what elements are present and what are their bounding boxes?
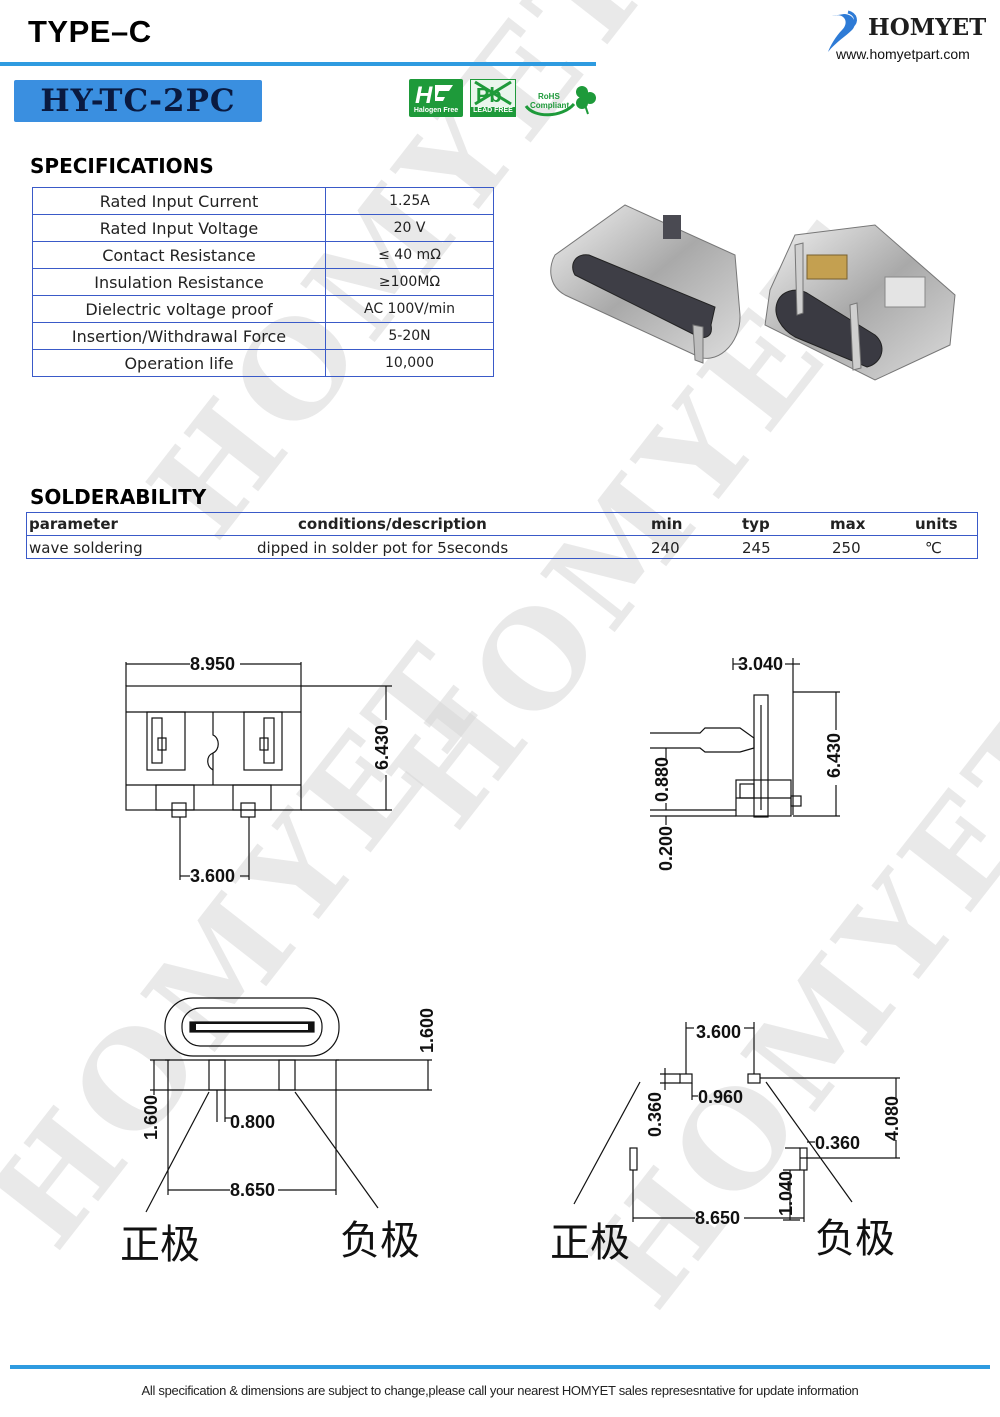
- dim-front-leg-h: 1.600: [141, 1094, 162, 1141]
- dim-pcb-small: 0.360: [815, 1133, 861, 1153]
- cell-typ: 245: [742, 539, 771, 557]
- spec-value: 20 V: [325, 214, 494, 242]
- product-photo: [545, 195, 965, 400]
- model-number: HY-TC-2PC: [40, 83, 236, 119]
- brand-logo: [822, 8, 992, 56]
- connector-render-image: [550, 204, 956, 381]
- page-title: TYPE–C: [28, 14, 152, 49]
- cell-min: 240: [651, 539, 680, 557]
- halogen-free-label: Halogen Free: [413, 107, 459, 114]
- dim-top-width: 8.950: [190, 654, 236, 674]
- dim-pcb-pad-h: 0.360: [645, 1091, 666, 1138]
- spec-label: Contact Resistance: [32, 241, 326, 269]
- pcb-layout-drawing: [573, 1022, 900, 1222]
- dim-side-height: 6.430: [824, 732, 845, 779]
- spec-label: Rated Input Voltage: [32, 214, 326, 242]
- col-header-typ: typ: [742, 515, 770, 533]
- label-pcb-negative: 负极: [815, 1216, 895, 1262]
- dim-pcb-offset: 4.080: [882, 1095, 903, 1142]
- lead-free-icon: Pb: [474, 80, 512, 107]
- spec-label: Operation life: [32, 349, 326, 377]
- top-view-drawing: [125, 662, 392, 880]
- dim-front-leg-w: 0.800: [230, 1112, 276, 1132]
- lead-free-label: LEAD FREE: [471, 107, 515, 117]
- footer-note: All specification & dimensions are subje…: [141, 1383, 859, 1398]
- specifications-title: SPECIFICATIONS: [30, 154, 214, 178]
- spec-value: 10,000: [325, 349, 494, 377]
- dim-top-pitch: 3.600: [190, 866, 236, 886]
- col-header-units: units: [915, 515, 958, 533]
- dim-side-depth: 3.040: [738, 654, 784, 674]
- dim-front-span: 8.650: [230, 1180, 276, 1200]
- spec-value: ≤ 40 mΩ: [325, 241, 494, 269]
- cell-max: 250: [832, 539, 861, 557]
- dim-pcb-pitch: 3.600: [696, 1022, 742, 1042]
- dim-pcb-span: 8.650: [695, 1208, 741, 1228]
- col-header-conditions: conditions/description: [298, 515, 487, 533]
- lead-free-badge: Pb LEAD FREE: [470, 79, 516, 117]
- dim-pcb-post: 1.040: [776, 1170, 797, 1217]
- dim-top-height: 6.430: [372, 724, 393, 771]
- model-banner: [14, 80, 262, 122]
- footer-divider: [10, 1365, 990, 1369]
- col-header-parameter: parameter: [29, 515, 118, 533]
- dim-side-b: 0.200: [656, 825, 677, 872]
- technical-drawings: [125, 658, 900, 1222]
- label-pcb-positive: 正极: [550, 1220, 630, 1266]
- dim-pcb-pad-w: 0.960: [698, 1087, 744, 1107]
- cell-parameter: wave soldering: [29, 539, 143, 557]
- spec-row: Contact Resistance≤ 40 mΩ: [32, 241, 494, 269]
- halogen-free-icon: H: [415, 82, 453, 109]
- col-header-min: min: [651, 515, 683, 533]
- label-positive: 正极: [120, 1222, 200, 1268]
- halogen-free-badge: H Halogen Free: [409, 79, 463, 117]
- solderability-divider: [26, 535, 978, 536]
- spec-value: ≥100MΩ: [325, 268, 494, 296]
- spec-value: AC 100V/min: [325, 295, 494, 323]
- label-negative: 负极: [340, 1218, 420, 1264]
- svg-text:H: H: [415, 82, 433, 107]
- col-header-max: max: [830, 515, 866, 533]
- front-view-drawing: [145, 997, 432, 1213]
- side-view-drawing: [650, 658, 840, 825]
- rohs-leaf-icon: [524, 86, 596, 117]
- header-divider: [0, 62, 596, 66]
- dim-front-side-h: 1.600: [417, 1007, 438, 1054]
- cell-units: ℃: [925, 539, 942, 557]
- rohs-label-1: RoHS: [538, 92, 560, 101]
- brand-website: www.homyetpart.com: [836, 46, 970, 62]
- spec-label: Insertion/Withdrawal Force: [32, 322, 326, 350]
- spec-label: Rated Input Current: [32, 187, 326, 215]
- spec-value: 5-20N: [325, 322, 494, 350]
- spec-label: Dielectric voltage proof: [32, 295, 326, 323]
- cell-conditions: dipped in solder pot for 5seconds: [257, 539, 509, 557]
- solderability-title: SOLDERABILITY: [30, 485, 207, 509]
- rohs-label-2: Compliant: [530, 101, 570, 110]
- spec-label: Insulation Resistance: [32, 268, 326, 296]
- spec-row: Insulation Resistance≥100MΩ: [32, 268, 494, 296]
- spec-value: 1.25A: [325, 187, 494, 215]
- rohs-badge: RoHS Compliant: [522, 80, 598, 120]
- brand-swoosh-icon: [828, 10, 857, 52]
- brand-name: HOMYET: [868, 14, 987, 41]
- dim-side-a: 0.880: [652, 756, 673, 803]
